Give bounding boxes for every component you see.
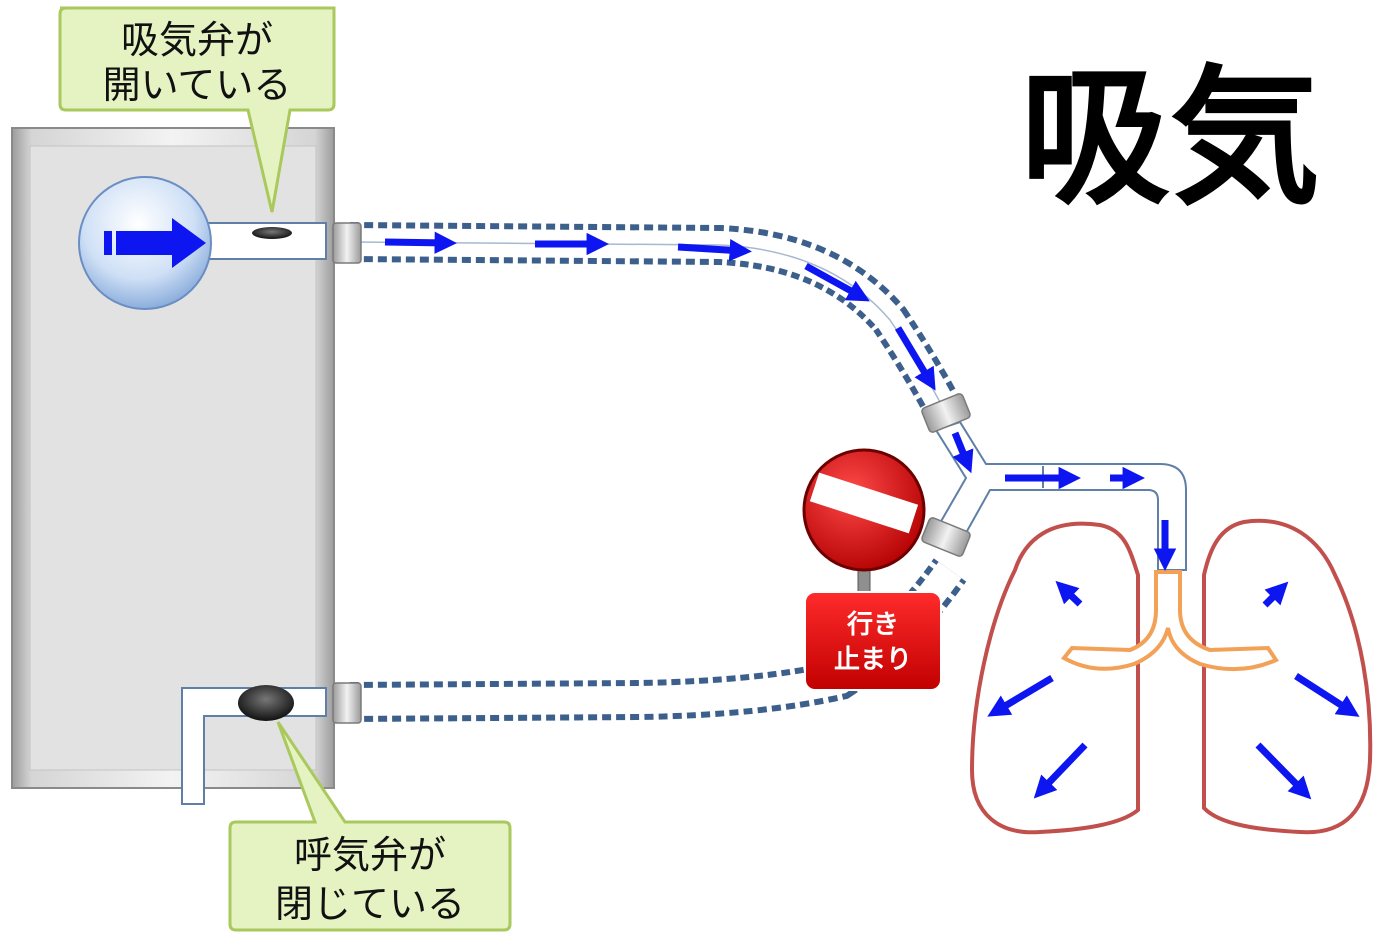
y-connector-bottom (921, 517, 971, 557)
dead-end-plate (804, 591, 942, 691)
page-title: 吸気 (1020, 52, 1320, 226)
flow-arrow-icon (1055, 580, 1083, 607)
tube-connector (332, 682, 362, 724)
flow-arrow-icon (894, 326, 936, 391)
flow-arrow-icon (1255, 742, 1312, 800)
flow-arrows (384, 231, 1360, 800)
flow-arrow-icon (804, 262, 870, 302)
right-lung (1202, 518, 1373, 835)
sign-text-line2: 止まり (834, 645, 912, 675)
tube-connector (332, 222, 362, 264)
flow-arrow-icon (1262, 581, 1289, 608)
lungs (969, 518, 1373, 835)
flow-arrow-icon (677, 238, 752, 262)
left-lung (969, 521, 1140, 835)
flow-arrow-icon (104, 218, 206, 268)
callout-top-line2: 開いている (103, 63, 292, 107)
callout-bottom-line1: 呼気弁が (294, 833, 446, 877)
bronchi (1060, 570, 1279, 672)
callout-top-line1: 吸気弁が (121, 18, 273, 62)
inspiratory-tube (332, 222, 969, 431)
flow-arrow-icon (951, 431, 974, 474)
flow-arrow-icon (1033, 742, 1088, 799)
valve-closed-icon (238, 685, 294, 721)
valve-open-icon (252, 227, 292, 239)
flow-arrow-icon (384, 231, 457, 254)
y-connector-top (921, 393, 971, 433)
flow-arrow-icon (987, 674, 1054, 717)
inflow-zoom-circle (78, 176, 212, 310)
callout-inspiratory-valve: 吸気弁が 開いている (58, 6, 336, 213)
flow-arrow-icon (1294, 673, 1360, 717)
expiratory-port (181, 685, 327, 805)
sign-text-line1: 行き (846, 609, 899, 640)
callout-bottom-line2: 閉じている (275, 882, 465, 926)
inspiratory-port (195, 222, 327, 260)
no-entry-sign-icon: 行き 止まり (802, 448, 942, 691)
callout-expiratory-valve: 呼気弁が 閉じている (228, 721, 512, 932)
